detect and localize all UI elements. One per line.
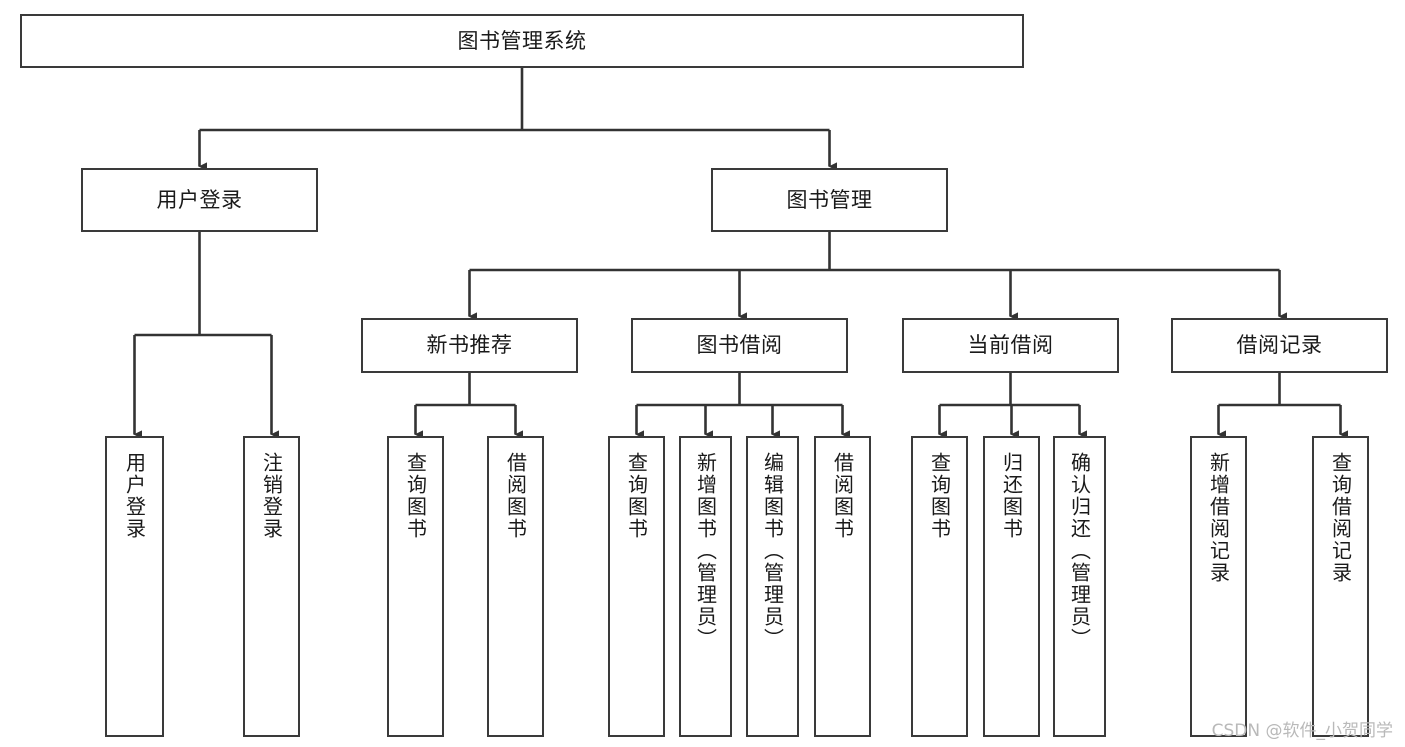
- node-leaf-add-book[interactable]: 新增图书（管理员）: [679, 436, 732, 737]
- node-label: 编辑图书（管理员）: [760, 452, 785, 650]
- node-label: 查询图书: [927, 452, 952, 540]
- node-leaf-user-login[interactable]: 用户登录: [105, 436, 164, 737]
- node-leaf-query-book-1[interactable]: 查询图书: [387, 436, 444, 737]
- node-root[interactable]: 图书管理系统: [20, 14, 1024, 68]
- csdn-watermark: CSDN @软件_小贺同学: [1211, 721, 1393, 741]
- node-label: 用户登录: [122, 452, 147, 540]
- node-leaf-borrow-book-2[interactable]: 借阅图书: [814, 436, 871, 737]
- node-current-borrow[interactable]: 当前借阅: [902, 318, 1119, 373]
- node-label: 归还图书: [999, 452, 1024, 540]
- node-label: 确认归还（管理员）: [1067, 452, 1092, 650]
- node-label: 图书管理: [786, 187, 873, 212]
- node-user-login[interactable]: 用户登录: [81, 168, 318, 232]
- node-leaf-query-record[interactable]: 查询借阅记录: [1312, 436, 1369, 737]
- node-book-manage[interactable]: 图书管理: [711, 168, 948, 232]
- node-label: 查询借阅记录: [1328, 452, 1353, 584]
- node-label: 新书推荐: [426, 333, 513, 358]
- node-leaf-return-book[interactable]: 归还图书: [983, 436, 1040, 737]
- node-label: 新增图书（管理员）: [693, 452, 718, 650]
- node-leaf-confirm-return[interactable]: 确认归还（管理员）: [1053, 436, 1106, 737]
- node-label: 图书管理系统: [457, 28, 587, 53]
- node-label: 借阅图书: [830, 452, 855, 540]
- node-label: 注销登录: [259, 452, 284, 540]
- node-book-borrow[interactable]: 图书借阅: [631, 318, 848, 373]
- node-label: 图书借阅: [696, 333, 783, 358]
- node-leaf-query-book-2[interactable]: 查询图书: [608, 436, 665, 737]
- node-leaf-borrow-book-1[interactable]: 借阅图书: [487, 436, 544, 737]
- node-new-book-rec[interactable]: 新书推荐: [361, 318, 578, 373]
- node-label: 当前借阅: [967, 333, 1054, 358]
- node-leaf-logout-login[interactable]: 注销登录: [243, 436, 300, 737]
- node-label: 新增借阅记录: [1206, 452, 1231, 584]
- node-label: 借阅记录: [1236, 333, 1323, 358]
- node-borrow-record[interactable]: 借阅记录: [1171, 318, 1388, 373]
- node-label: 用户登录: [156, 187, 243, 212]
- node-label: 查询图书: [403, 452, 428, 540]
- node-leaf-edit-book[interactable]: 编辑图书（管理员）: [746, 436, 799, 737]
- node-leaf-add-record[interactable]: 新增借阅记录: [1190, 436, 1247, 737]
- node-label: 借阅图书: [503, 452, 528, 540]
- node-label: 查询图书: [624, 452, 649, 540]
- node-leaf-query-book-3[interactable]: 查询图书: [911, 436, 968, 737]
